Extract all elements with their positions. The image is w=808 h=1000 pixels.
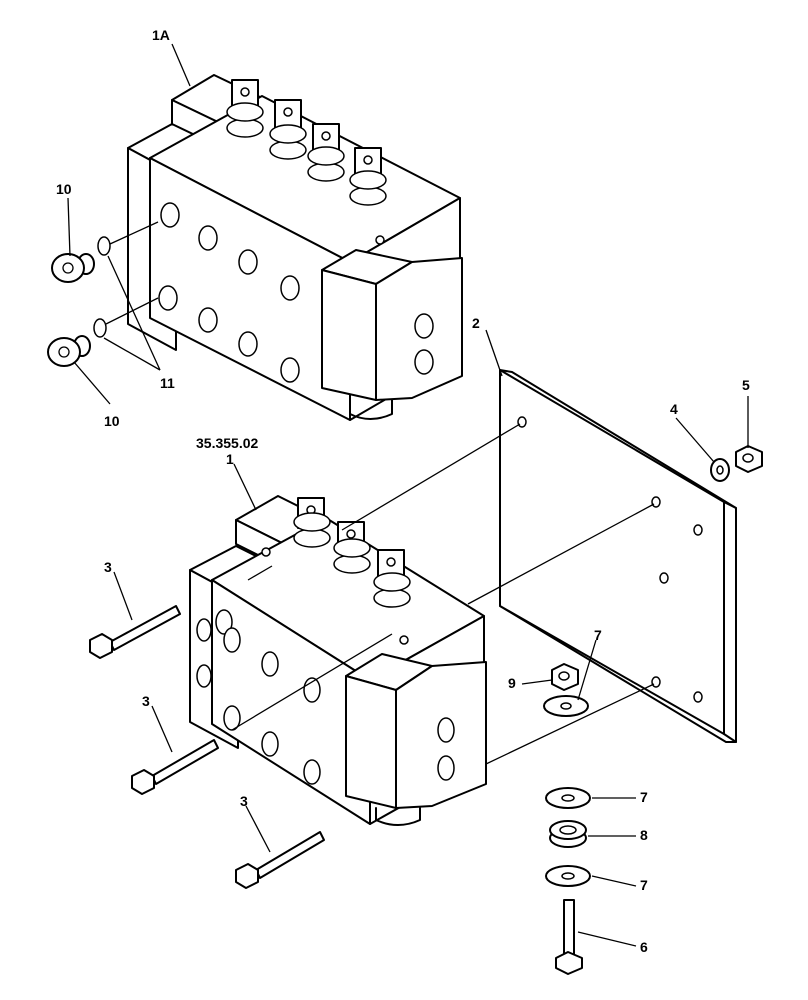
callout-7-upper: 7 xyxy=(640,789,648,805)
nut-9 xyxy=(551,663,579,691)
callout-1a: 1A xyxy=(152,27,170,43)
solenoid-cap xyxy=(373,549,411,608)
bolt-6 xyxy=(555,899,583,975)
callout-reference-number: 35.355.02 xyxy=(196,435,258,451)
o-ring-11-upper xyxy=(97,236,111,256)
leader-lines xyxy=(67,43,749,947)
callout-3-upper: 3 xyxy=(104,559,112,575)
alignment-lines xyxy=(231,423,655,765)
valve-block-1a xyxy=(127,74,463,421)
callout-6: 6 xyxy=(640,939,648,955)
callout-2: 2 xyxy=(472,315,480,331)
nut-5 xyxy=(735,445,763,473)
solenoid-cap xyxy=(293,497,331,548)
callout-8: 8 xyxy=(640,827,648,843)
mounting-plate-2 xyxy=(499,369,737,743)
solenoid-cap xyxy=(307,123,345,182)
bolt-3-middle xyxy=(131,739,219,795)
solenoid-cap xyxy=(349,147,387,206)
callout-11: 11 xyxy=(160,375,175,391)
solenoid-cap xyxy=(333,521,371,574)
callout-10-upper: 10 xyxy=(56,181,72,197)
washer-7-lower xyxy=(545,865,591,887)
bolt-3-upper xyxy=(89,605,181,659)
washer-7-upper xyxy=(545,787,591,809)
bolt-3-lower xyxy=(235,831,325,889)
callout-9: 9 xyxy=(508,675,516,691)
washer-4 xyxy=(710,458,730,482)
solenoid-cap xyxy=(269,99,307,160)
washer-7-plate xyxy=(543,695,589,717)
plug-10-lower xyxy=(47,335,91,367)
callout-1: 1 xyxy=(226,451,234,467)
callout-5: 5 xyxy=(742,377,750,393)
callout-4: 4 xyxy=(670,401,678,417)
valve-block-1 xyxy=(189,495,487,826)
o-ring-11-lower xyxy=(93,318,107,338)
isolator-8 xyxy=(549,820,587,848)
callout-3-middle: 3 xyxy=(142,693,150,709)
callout-7-plate: 7 xyxy=(594,627,602,643)
plug-10-upper xyxy=(51,253,95,283)
callout-3-lower: 3 xyxy=(240,793,248,809)
callout-7-lower: 7 xyxy=(640,877,648,893)
callout-10-lower: 10 xyxy=(104,413,120,429)
solenoid-cap xyxy=(226,79,264,138)
